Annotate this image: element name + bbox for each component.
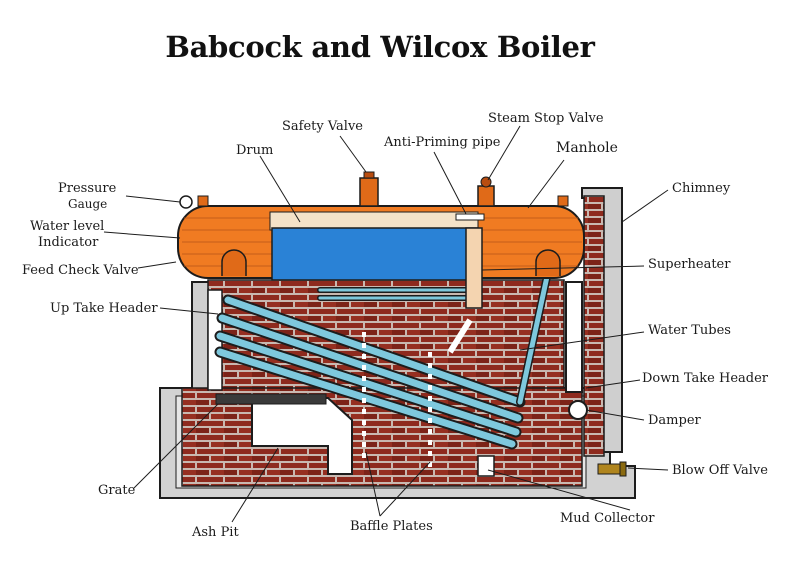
label-gauge: Gauge: [68, 197, 107, 211]
label-water-level: Water level: [30, 219, 104, 234]
label-chimney: Chimney: [672, 181, 731, 196]
label-steam-stop-valve: Steam Stop Valve: [488, 111, 604, 126]
label-anti-priming-pipe: Anti-Priming pipe: [383, 135, 501, 150]
label-indicator: Indicator: [38, 235, 99, 250]
grate: [215, 393, 327, 405]
safety-valve: [359, 177, 379, 207]
superheater-box: [465, 227, 483, 309]
furnace-area: [215, 393, 495, 477]
label-pressure: Pressure: [58, 181, 117, 196]
steam-stop-valve: [477, 185, 495, 207]
drum-fittings: [179, 171, 569, 221]
label-baffle-plates: Baffle Plates: [350, 519, 433, 534]
label-mud-collector: Mud Collector: [560, 511, 655, 526]
damper: [568, 400, 588, 420]
label-manhole: Manhole: [556, 140, 618, 156]
label-down-take-header: Down Take Header: [642, 371, 769, 386]
anti-priming-pipe: [455, 213, 485, 221]
labels: Pressure Gauge Water level Indicator Fee…: [22, 111, 769, 540]
label-feed-check-valve: Feed Check Valve: [22, 263, 139, 278]
label-up-take-header: Up Take Header: [50, 301, 158, 316]
mud-collector: [477, 455, 495, 477]
pressure-gauge-dial: [179, 195, 193, 209]
drum: [177, 205, 585, 309]
label-grate: Grate: [98, 483, 136, 498]
water-space: [271, 227, 479, 281]
label-superheater: Superheater: [648, 257, 731, 272]
label-safety-valve: Safety Valve: [282, 119, 363, 134]
baffle-plates: [362, 332, 432, 470]
label-blow-off-valve: Blow Off Valve: [672, 463, 768, 478]
label-water-tubes: Water Tubes: [648, 323, 731, 338]
label-damper: Damper: [648, 413, 702, 428]
down-take-header: [565, 281, 588, 420]
blow-off-valve: [597, 461, 627, 477]
diagram-title: Babcock and Wilcox Boiler: [165, 30, 595, 64]
leader-lines: [103, 125, 669, 523]
label-drum: Drum: [236, 143, 273, 158]
label-ash-pit: Ash Pit: [191, 525, 239, 540]
ash-pit: [251, 397, 353, 475]
baffle-plate-top: [447, 318, 473, 354]
